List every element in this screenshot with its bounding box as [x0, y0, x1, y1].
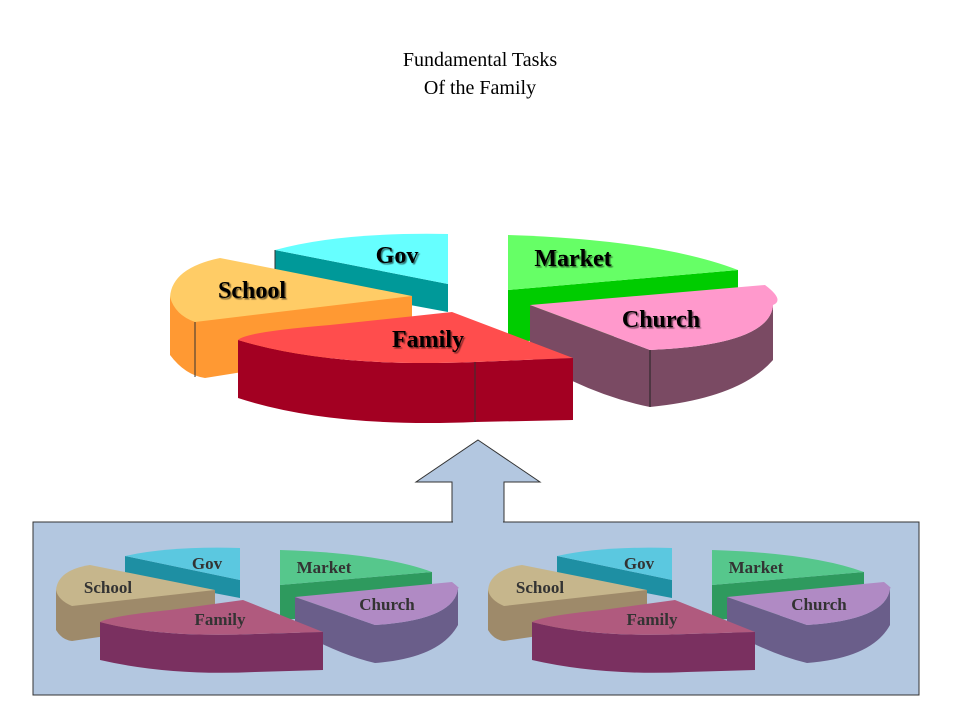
small1-label-market: Market: [297, 558, 352, 577]
main-school-top: [170, 258, 412, 322]
title-line-2: Of the Family: [423, 77, 537, 99]
small1-label-school: School: [84, 578, 132, 597]
small1-label-family: Family: [195, 610, 246, 629]
small-pie-2: Gov Market School Church Family: [488, 547, 892, 673]
main-slice-family: [238, 312, 573, 423]
small2-label-church: Church: [791, 595, 847, 614]
main-label-market: Market: [534, 246, 611, 272]
main-church-side: [530, 305, 773, 407]
diagram-title: Fundamental Tasks Of the Family: [0, 46, 960, 102]
small2-label-school: School: [516, 578, 564, 597]
main-slice-church: [530, 285, 778, 407]
small1-label-gov: Gov: [192, 554, 223, 573]
main-label-family: Family: [392, 327, 464, 353]
small-pie-1: Gov Market School Church Family: [56, 547, 460, 673]
main-label-gov: Gov: [376, 243, 419, 269]
main-family-side: [238, 340, 573, 423]
main-label-church: Church: [622, 307, 700, 333]
up-arrow: [414, 439, 542, 523]
main-church-top: [530, 285, 778, 350]
small2-label-family: Family: [627, 610, 678, 629]
main-family-top: [238, 312, 573, 364]
main-pie: Gov Market School Church Family: [170, 233, 778, 423]
main-market-top: [508, 235, 738, 290]
small1-label-church: Church: [359, 595, 415, 614]
main-label-school: School: [218, 278, 286, 304]
small2-label-market: Market: [729, 558, 784, 577]
arrow-panel-join: [453, 515, 503, 525]
title-line-1: Fundamental Tasks: [402, 49, 558, 71]
main-gov-top: [275, 233, 448, 284]
small2-label-gov: Gov: [624, 554, 655, 573]
